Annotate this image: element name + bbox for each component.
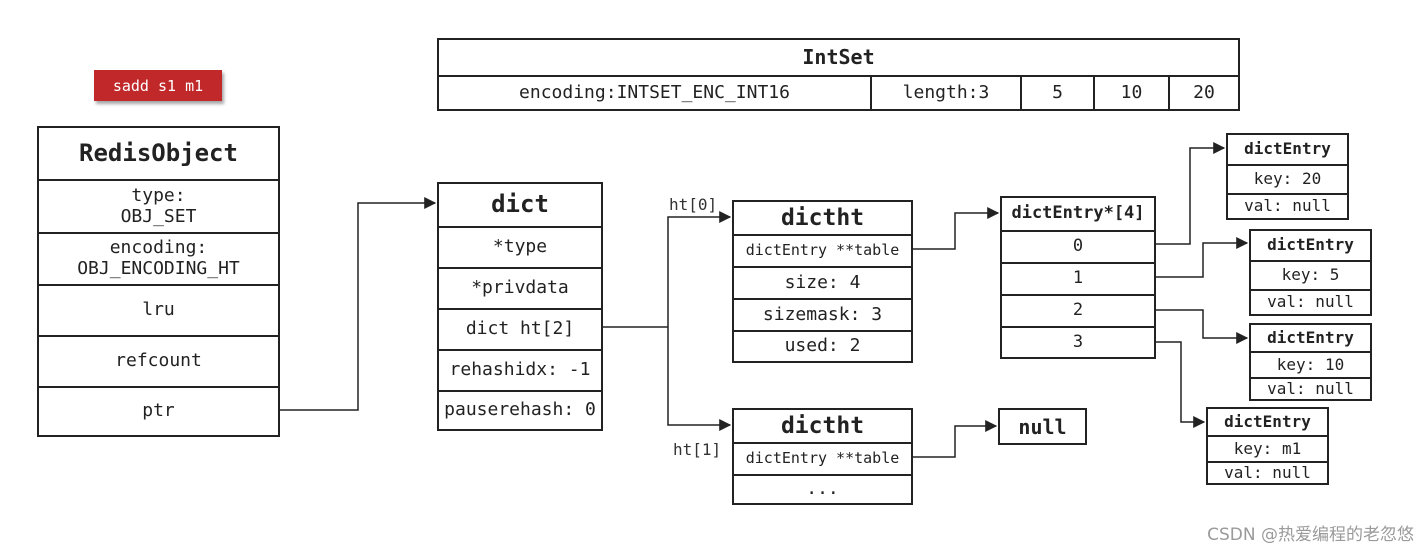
null-box: null [998, 408, 1087, 445]
table-slot-3: 3 [1002, 326, 1154, 357]
dict-entry-key: key: m1 [1208, 435, 1327, 461]
dictht-0-used: used: 2 [734, 330, 911, 361]
dictht-0-size: size: 4 [734, 266, 911, 298]
intset-table: IntSet encoding:INTSET_ENC_INT16 length:… [437, 38, 1240, 111]
command-badge: sadd s1 m1 [94, 70, 222, 101]
encoding-label: encoding: [109, 237, 208, 259]
dict-entry-title: dictEntry [1267, 235, 1354, 255]
dictht-0: dictht dictEntry **table size: 4 sizemas… [732, 200, 913, 363]
dict-entry-key: key: 10 [1251, 351, 1370, 377]
dictht-1-table: dictEntry **table [734, 442, 911, 474]
dict-box: dict *type *privdata dict ht[2] rehashid… [437, 182, 603, 431]
redis-object-type: type: OBJ_SET [39, 179, 278, 232]
dict-entry-val: val: null [1208, 461, 1327, 483]
dictht-1-ellipsis: ... [734, 474, 911, 503]
arrow-ht1 [667, 327, 732, 431]
dict-field-privdata: *privdata [439, 267, 601, 308]
dict-entry-val: val: null [1251, 289, 1370, 314]
intset-value: 10 [1093, 77, 1168, 109]
dict-entry-title: dictEntry [1224, 411, 1311, 431]
redis-object: RedisObject type: OBJ_SET encoding: OBJ_… [37, 126, 280, 437]
arrow-table-to-array [913, 207, 1000, 250]
dictht-1-title: dictht [780, 412, 865, 439]
dictht-1: dictht dictEntry **table ... [732, 408, 913, 505]
type-label: type: [131, 184, 186, 206]
dict-entry: dictEntry key: 20 val: null [1226, 133, 1349, 220]
dict-entry-val: val: null [1228, 193, 1347, 218]
intset-length: length:3 [870, 77, 1020, 109]
arrow-ht0 [667, 211, 732, 327]
intset-value: 20 [1168, 77, 1238, 109]
table-slot-1: 1 [1002, 262, 1154, 294]
dictht-0-sizemask: sizemask: 3 [734, 298, 911, 330]
arrow-ht1-to-null [913, 420, 998, 458]
type-value: OBJ_SET [120, 205, 197, 227]
intset-value: 5 [1020, 77, 1093, 109]
dict-entry-title: dictEntry [1244, 139, 1331, 159]
arrow-ptr-to-dict [280, 197, 437, 411]
dict-entry: dictEntry key: m1 val: null [1206, 407, 1329, 485]
ht0-label: ht[0] [669, 195, 718, 214]
encoding-value: OBJ_ENCODING_HT [77, 258, 240, 279]
redis-object-refcount: refcount [39, 335, 278, 386]
redis-object-title: RedisObject [79, 138, 238, 167]
arrow-slot0 [1156, 142, 1226, 245]
intset-encoding: encoding:INTSET_ENC_INT16 [519, 81, 790, 103]
dictht-0-title: dictht [780, 204, 865, 231]
arrow-slot1 [1156, 237, 1249, 278]
dict-entry-key: key: 20 [1228, 164, 1347, 193]
table-slot-0: 0 [1002, 230, 1154, 262]
dict-entry: dictEntry key: 5 val: null [1249, 229, 1372, 316]
watermark: CSDN @热爱编程的老忽悠 [1207, 525, 1414, 545]
dict-entry: dictEntry key: 10 val: null [1249, 323, 1372, 401]
ht1-label: ht[1] [673, 440, 722, 459]
intset-row: encoding:INTSET_ENC_INT16 length:3 5 10 … [439, 75, 1238, 109]
dict-entry-key: key: 5 [1251, 260, 1370, 289]
intset-title: IntSet [802, 45, 875, 69]
dict-field-pauserehash: pauserehash: 0 [439, 390, 601, 429]
redis-object-lru: lru [39, 284, 278, 335]
dict-entry-val: val: null [1251, 377, 1370, 399]
arrow-slot3 [1156, 341, 1206, 428]
table-array: dictEntry*[4] 0 1 2 3 [1000, 196, 1156, 359]
dict-field-type: *type [439, 226, 601, 267]
dict-field-ht: dict ht[2] [439, 308, 601, 349]
redis-object-ptr: ptr [39, 386, 278, 435]
table-array-title: dictEntry*[4] [1011, 203, 1145, 224]
dict-entry-title: dictEntry [1267, 327, 1354, 347]
dict-field-rehashidx: rehashidx: -1 [439, 349, 601, 390]
dict-title: dict [491, 190, 549, 219]
arrow-slot2 [1156, 309, 1249, 344]
table-slot-2: 2 [1002, 294, 1154, 326]
dictht-0-table: dictEntry **table [734, 234, 911, 266]
redis-object-encoding: encoding: OBJ_ENCODING_HT [39, 232, 278, 284]
